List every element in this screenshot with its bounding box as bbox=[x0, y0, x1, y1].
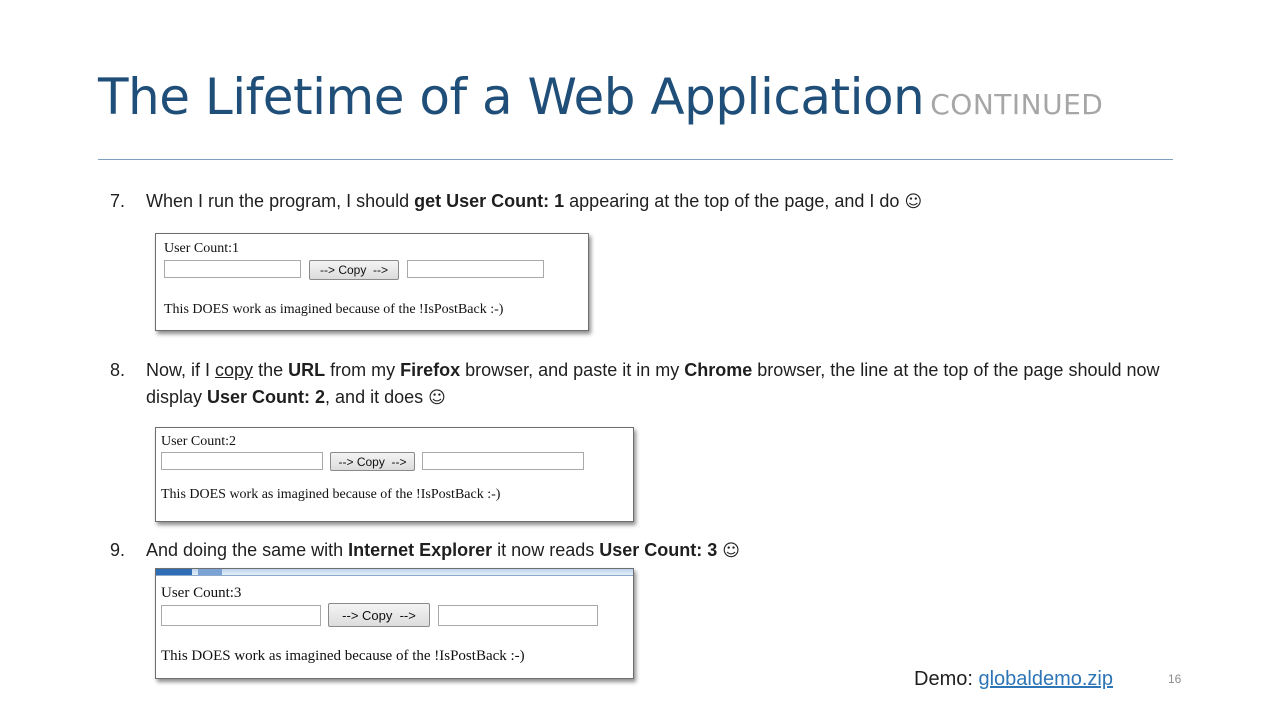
list-item-8: 8. Now, if I copy the URL from my Firefo… bbox=[110, 357, 1170, 412]
browser-tab bbox=[156, 569, 192, 575]
source-textbox[interactable] bbox=[161, 452, 323, 470]
text-run: When I run the program, I should bbox=[146, 191, 415, 211]
target-textbox[interactable] bbox=[438, 605, 598, 626]
copy-button[interactable]: --> Copy --> bbox=[328, 603, 430, 627]
title-main: The Lifetime of a Web Application bbox=[98, 68, 925, 126]
source-textbox[interactable] bbox=[164, 260, 301, 278]
text-bold: Firefox bbox=[400, 360, 461, 380]
page-number: 16 bbox=[1168, 672, 1182, 686]
demo-download-link[interactable]: globaldemo.zip bbox=[978, 668, 1113, 690]
target-textbox[interactable] bbox=[407, 260, 544, 278]
title-divider bbox=[98, 159, 1173, 160]
text-run: And doing the same with bbox=[146, 540, 349, 560]
item-number: 9. bbox=[110, 540, 126, 560]
user-count-label: User Count:3 bbox=[161, 585, 242, 601]
text-run: browser, the line at the top of the page… bbox=[146, 360, 1160, 407]
copy-button[interactable]: --> Copy --> bbox=[309, 260, 399, 280]
item-text: And doing the same with Internet Explore… bbox=[146, 537, 1170, 565]
text-run: browser, and paste it in my bbox=[460, 360, 685, 380]
text-run: , and it does bbox=[325, 387, 429, 407]
item-text: When I run the program, I should get Use… bbox=[146, 188, 1170, 216]
text-bold: User Count: 2 bbox=[207, 387, 326, 407]
user-count-label: User Count:2 bbox=[161, 434, 237, 449]
smiley-icon: ☺ bbox=[722, 541, 740, 561]
screenshot-user-count-2: User Count:2 --> Copy --> This DOES work… bbox=[155, 427, 634, 522]
text-underlined: copy bbox=[215, 360, 254, 380]
smiley-icon: ☺ bbox=[428, 388, 446, 408]
screenshot-user-count-1: User Count:1 --> Copy --> This DOES work… bbox=[155, 233, 589, 331]
copy-button[interactable]: --> Copy --> bbox=[330, 452, 415, 471]
screenshot-user-count-3: User Count:3 --> Copy --> This DOES work… bbox=[155, 568, 634, 679]
item-number: 7. bbox=[110, 191, 126, 211]
postback-message: This DOES work as imagined because of th… bbox=[164, 302, 504, 317]
item-number: 8. bbox=[110, 360, 126, 380]
smiley-icon: ☺ bbox=[904, 192, 923, 212]
browser-tab bbox=[198, 569, 222, 575]
item-text: Now, if I copy the URL from my Firefox b… bbox=[146, 357, 1170, 412]
text-run: it now reads bbox=[492, 540, 600, 560]
text-run: from my bbox=[325, 360, 401, 380]
source-textbox[interactable] bbox=[161, 605, 321, 626]
text-run: the bbox=[253, 360, 289, 380]
target-textbox[interactable] bbox=[422, 452, 584, 470]
title-suffix: CONTINUED bbox=[930, 88, 1104, 121]
postback-message: This DOES work as imagined because of th… bbox=[161, 487, 501, 502]
text-bold: get User Count: 1 bbox=[414, 191, 565, 211]
text-run: Now, if I bbox=[146, 360, 216, 380]
demo-reference: Demo: globaldemo.zip bbox=[914, 666, 1113, 692]
text-bold: Internet Explorer bbox=[348, 540, 493, 560]
text-bold: User Count: 3 bbox=[599, 540, 718, 560]
list-item-9: 9. And doing the same with Internet Expl… bbox=[110, 537, 1170, 565]
demo-label: Demo: bbox=[914, 668, 973, 690]
text-bold: Chrome bbox=[684, 360, 753, 380]
text-run: appearing at the top of the page, and I … bbox=[564, 191, 905, 211]
list-item-7: 7. When I run the program, I should get … bbox=[110, 188, 1170, 216]
postback-message: This DOES work as imagined because of th… bbox=[161, 648, 525, 664]
text-bold: URL bbox=[288, 360, 326, 380]
browser-tab-strip bbox=[156, 569, 633, 576]
user-count-label: User Count:1 bbox=[164, 241, 240, 256]
